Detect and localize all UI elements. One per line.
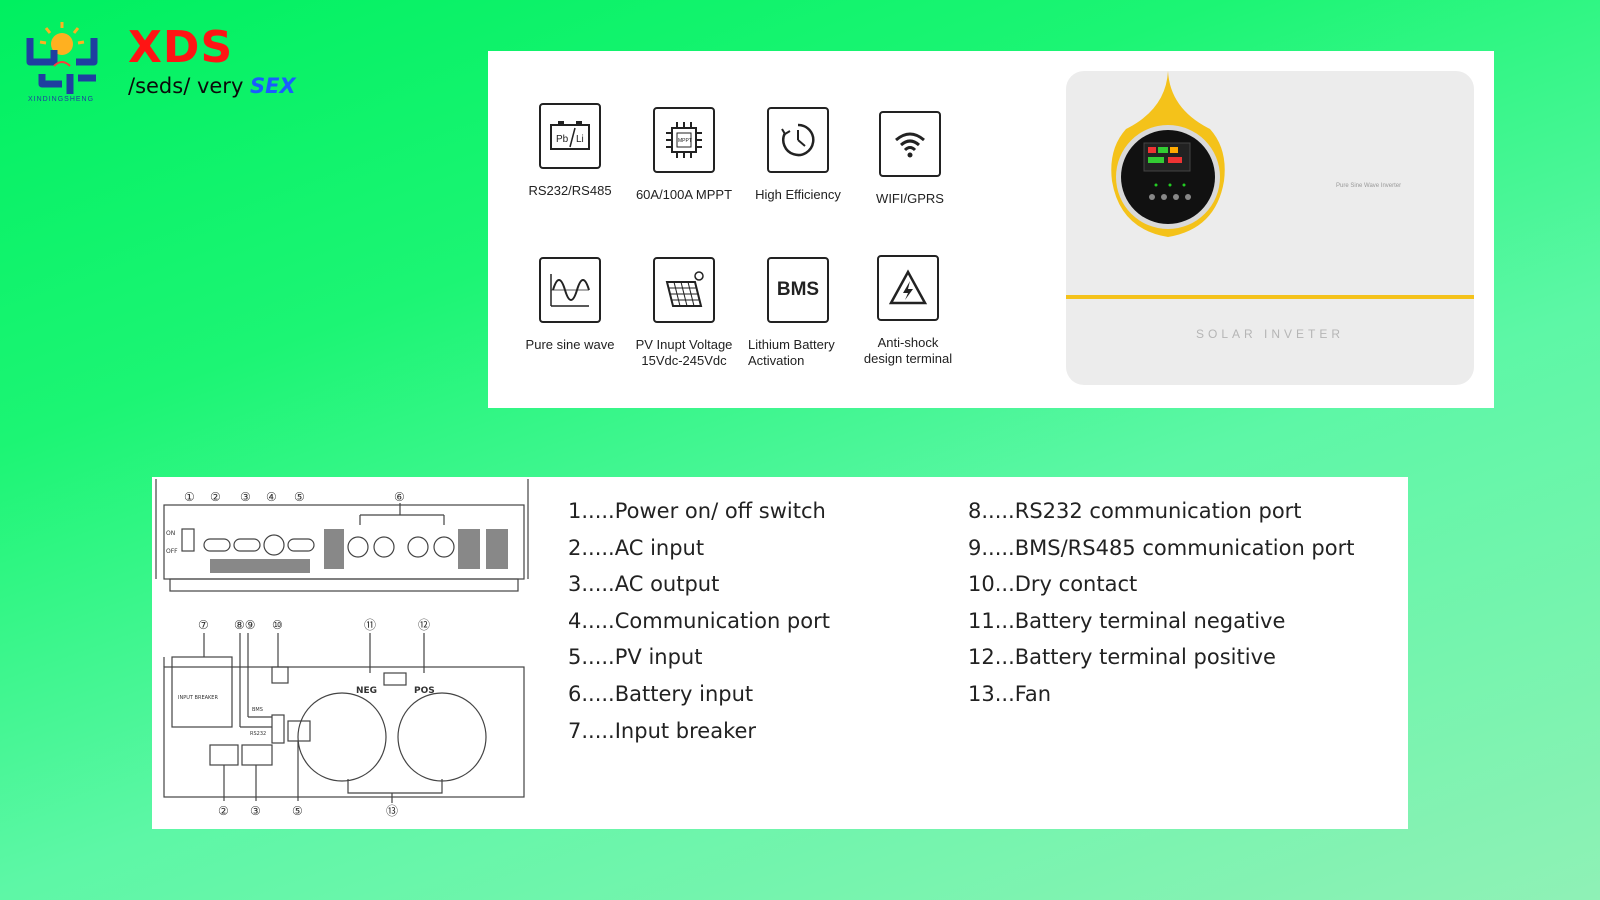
mppt-chip-icon: MPPT <box>653 107 715 173</box>
tagline-prefix: /seds/ very <box>128 74 251 98</box>
port-list-right: 8.....RS232 communication port 9.....BMS… <box>968 493 1354 713</box>
tagline-highlight: SEX <box>250 74 296 98</box>
callout: ⑬ <box>386 804 398 818</box>
rs232-label: RS232 <box>250 731 266 737</box>
wifi-icon <box>879 111 941 177</box>
feature-efficiency: High Efficiency <box>738 107 858 203</box>
port-item: 13...Fan <box>968 681 1052 706</box>
high-voltage-warning-icon <box>877 255 939 321</box>
inverter-device-image: Pure Sine Wave Inverter SOLAR INVETER <box>1066 71 1474 385</box>
device-model-tag: Pure Sine Wave Inverter <box>1336 183 1402 189</box>
port-item: 11...Battery terminal negative <box>968 608 1286 633</box>
top-callouts: ① ② ③ ④ ⑤ ⑥ <box>184 490 405 504</box>
feature-bms: BMS Lithium Battery Activation <box>738 257 858 369</box>
callout: ⑫ <box>418 618 430 632</box>
bms-text: BMS <box>776 279 820 300</box>
callout: ① <box>184 490 195 504</box>
svg-text:MPPT: MPPT <box>678 138 692 144</box>
logo-subtext: XINDINGSHENG <box>28 96 95 103</box>
callout: ③ <box>250 804 261 818</box>
pos-label: POS <box>414 686 435 696</box>
callout: ④ <box>266 490 277 504</box>
port-item: 5.....PV input <box>568 645 703 670</box>
off-label: OFF <box>166 548 178 555</box>
solar-panel-icon <box>653 257 715 323</box>
port-item: 4.....Communication port <box>568 608 830 633</box>
breaker-label: INPUT BREAKER <box>178 695 218 701</box>
feature-label: Pure sine wave <box>525 337 615 352</box>
callout: ⑦ <box>198 618 209 632</box>
port-list-left: 1.....Power on/ off switch 2.....AC inpu… <box>568 493 830 749</box>
sine-wave-icon <box>539 257 601 323</box>
port-item: 2.....AC input <box>568 535 705 560</box>
port-item: 12...Battery terminal positive <box>968 645 1276 670</box>
port-item: 9.....BMS/RS485 communication port <box>968 535 1355 560</box>
callout: ⑤ <box>294 490 305 504</box>
svg-text:Li: Li <box>576 134 584 145</box>
port-item: 7.....Input breaker <box>568 718 757 743</box>
device-stripe <box>1066 295 1474 299</box>
callout: ② <box>210 490 221 504</box>
battery-pb-li-icon: Pb Li <box>539 103 601 169</box>
feature-label: Anti-shock design terminal <box>863 335 953 366</box>
feature-mppt: MPPT 60A/100A MPPT <box>624 107 744 203</box>
callout: ⑤ <box>292 804 303 818</box>
port-item: 1.....Power on/ off switch <box>568 499 826 523</box>
callout: ③ <box>240 490 251 504</box>
callout: ⑩ <box>272 618 283 632</box>
feature-antishock: Anti-shock design terminal <box>848 255 968 367</box>
feature-wifi: WIFI/GPRS <box>850 111 970 207</box>
bms-label: BMS <box>252 707 263 713</box>
callout: ⑪ <box>364 618 376 632</box>
bms-icon: BMS <box>767 257 829 323</box>
feature-pv: PV Inupt Voltage 15Vdc-245Vdc <box>624 257 744 369</box>
inverter-display-icon <box>1111 71 1225 237</box>
brand-logo: XDS /seds/ very SEX XINDINGSHENG <box>24 18 324 108</box>
callout: ⑥ <box>394 490 405 504</box>
callout: ⑧⑨ <box>234 618 256 632</box>
feature-sine: Pure sine wave <box>510 257 630 353</box>
bottom-callouts: ⑦ ⑧⑨ ⑩ ⑪ ⑫ ② ③ ⑤ ⑬ <box>198 618 430 818</box>
clock-efficiency-icon <box>767 107 829 173</box>
feature-label: High Efficiency <box>755 187 841 202</box>
features-panel: Pb Li RS232/RS485 MPPT 60A/100A MPPT High… <box>488 51 1494 408</box>
port-item: 6.....Battery input <box>568 681 754 706</box>
feature-label: Lithium Battery Activation <box>748 337 835 368</box>
feature-label: RS232/RS485 <box>528 183 612 198</box>
device-label: SOLAR INVETER <box>1195 327 1345 341</box>
ports-panel: ① ② ③ ④ ⑤ ⑥ ON OFF <box>152 477 1408 829</box>
feature-rs232: Pb Li RS232/RS485 <box>510 103 630 199</box>
inverter-ports-diagram: ① ② ③ ④ ⑤ ⑥ ON OFF <box>155 479 529 818</box>
feature-label: PV Inupt Voltage 15Vdc-245Vdc <box>635 337 733 368</box>
feature-label: WIFI/GPRS <box>876 191 944 206</box>
on-label: ON <box>166 530 175 537</box>
neg-label: NEG <box>356 686 377 696</box>
brand-mark-icon <box>26 22 98 94</box>
port-item: 10...Dry contact <box>968 572 1138 597</box>
svg-text:Pb: Pb <box>556 134 569 145</box>
brand-name: XDS <box>128 22 234 73</box>
port-item: 8.....RS232 communication port <box>968 499 1302 523</box>
brand-tagline: /seds/ very SEX <box>128 74 296 98</box>
feature-label: 60A/100A MPPT <box>635 187 733 202</box>
port-item: 3.....AC output <box>568 572 720 597</box>
callout: ② <box>218 804 229 818</box>
